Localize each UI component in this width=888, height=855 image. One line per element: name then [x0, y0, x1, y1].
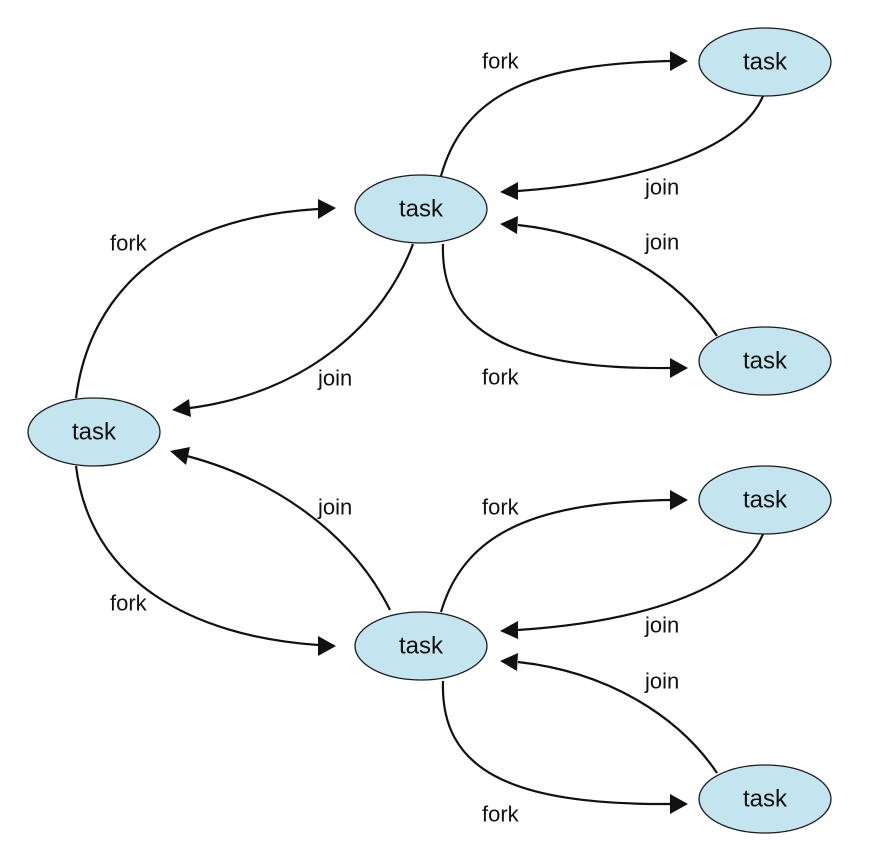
- edge-top-join-root: [189, 243, 415, 410]
- edge-label-join: join: [644, 230, 679, 255]
- arrowhead: [500, 182, 518, 200]
- arrowhead: [172, 399, 191, 417]
- task-node-leaf-3: task: [698, 465, 832, 535]
- node-ellipse: [354, 611, 488, 681]
- node-ellipse: [698, 27, 832, 97]
- arrowhead: [500, 621, 518, 639]
- arrowhead: [170, 447, 190, 465]
- edge-leaf3-join-bottom: [517, 533, 765, 632]
- arrowhead: [670, 794, 688, 814]
- arrowhead: [318, 636, 336, 656]
- edge-bottom-fork-leaf4: [441, 680, 671, 806]
- arrowhead: [670, 490, 688, 510]
- edge-label-fork: fork: [482, 365, 520, 390]
- edge-label-fork: fork: [110, 591, 148, 616]
- node-ellipse: [354, 174, 488, 244]
- edge-leaf4-join-bottom: [517, 660, 718, 774]
- edge-leaf1-join-top: [517, 95, 765, 193]
- arrowhead: [670, 51, 688, 71]
- edge-label-join: join: [644, 175, 679, 200]
- node-ellipse: [27, 397, 161, 467]
- edge-bottom-fork-leaf3: [439, 498, 671, 613]
- task-node-mid-top: task: [354, 174, 488, 244]
- edge-label-join: join: [644, 669, 679, 694]
- node-ellipse: [698, 764, 832, 834]
- nodes: task task task task task task task: [27, 27, 832, 834]
- arrowhead: [670, 358, 688, 378]
- edges: [74, 51, 765, 814]
- edge-label-fork: fork: [482, 802, 520, 827]
- node-label: task: [743, 49, 788, 76]
- edge-root-fork-bottom: [74, 465, 319, 647]
- task-node-mid-bottom: task: [354, 611, 488, 681]
- edge-labels: fork join fork join fork join join fork …: [110, 49, 679, 827]
- edge-root-fork-top: [74, 207, 319, 399]
- node-label: task: [743, 487, 788, 514]
- edge-label-join: join: [317, 495, 352, 520]
- arrowhead: [500, 653, 518, 671]
- node-label: task: [72, 419, 117, 446]
- edge-top-fork-leaf2: [441, 243, 671, 370]
- edge-label-join: join: [644, 613, 679, 638]
- arrowhead: [318, 199, 336, 219]
- task-node-leaf-4: task: [698, 764, 832, 834]
- task-node-root: task: [27, 397, 161, 467]
- edge-leaf2-join-top: [517, 223, 718, 337]
- edge-label-join: join: [317, 366, 352, 391]
- node-ellipse: [698, 465, 832, 535]
- node-label: task: [399, 633, 444, 660]
- edge-label-fork: fork: [482, 49, 520, 74]
- node-label: task: [743, 786, 788, 813]
- edge-label-fork: fork: [482, 495, 520, 520]
- node-ellipse: [698, 326, 832, 396]
- task-node-leaf-1: task: [698, 27, 832, 97]
- task-node-leaf-2: task: [698, 326, 832, 396]
- edge-top-fork-leaf1: [439, 59, 671, 177]
- edge-label-fork: fork: [110, 231, 148, 256]
- node-label: task: [399, 196, 444, 223]
- node-label: task: [743, 348, 788, 375]
- arrowhead: [500, 216, 518, 234]
- edge-bottom-join-root: [186, 454, 391, 611]
